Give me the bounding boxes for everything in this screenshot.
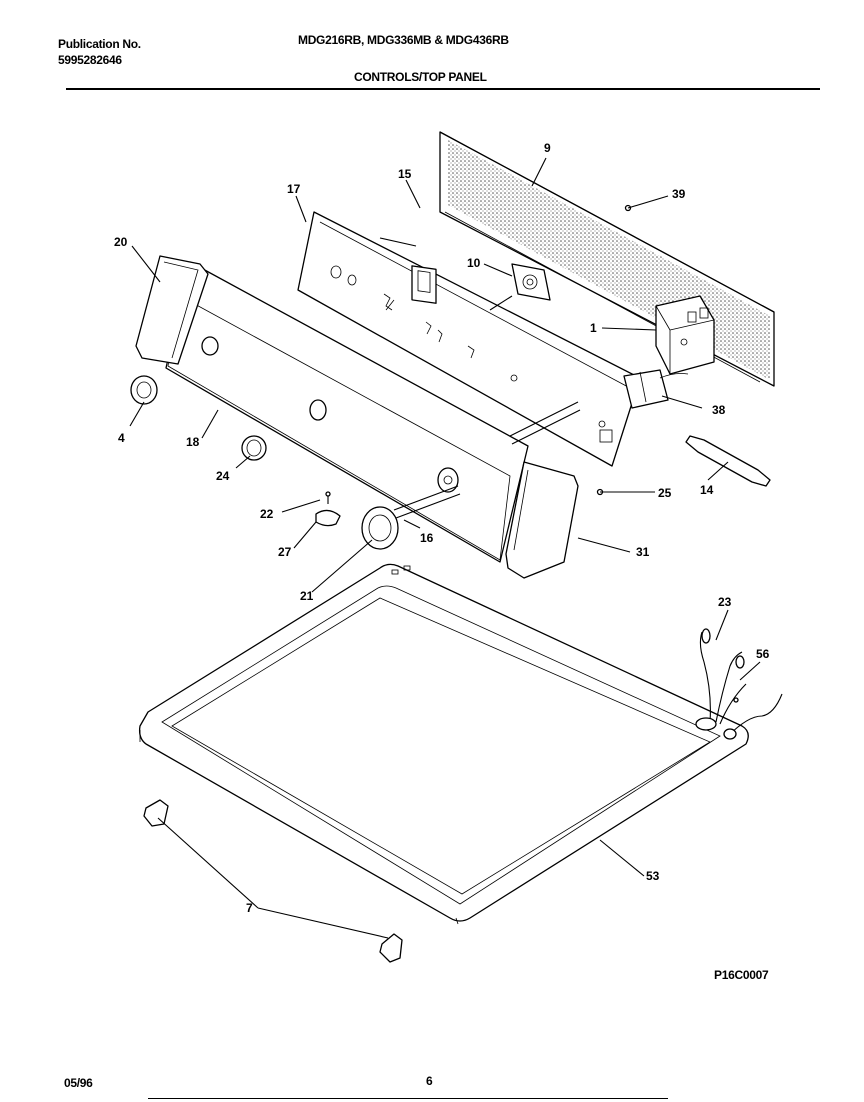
part-21-timer-knob: [361, 506, 399, 550]
callout-7: 7: [246, 901, 253, 915]
callout-25: 25: [658, 486, 672, 500]
callout-27: 27: [278, 545, 292, 559]
callout-38: 38: [712, 403, 726, 417]
callout-1: 1: [590, 321, 597, 335]
page-number: 6: [426, 1074, 433, 1088]
part-1-terminal-block: [655, 295, 715, 375]
model-numbers: MDG216RB, MDG336MB & MDG436RB: [298, 33, 509, 47]
callout-14: 14: [700, 483, 714, 497]
part-27-dial: [315, 509, 341, 527]
footer-rule: [148, 1098, 668, 1099]
part-18-console: [165, 261, 529, 563]
revision-date: 05/96: [64, 1076, 93, 1090]
publication-label: Publication No.: [58, 37, 141, 51]
publication-number: 5995282646: [58, 53, 122, 67]
part-10-timer: [489, 263, 551, 311]
leader-lines: [129, 157, 761, 939]
part-7-feet: [143, 799, 403, 963]
part-4-knob: [130, 375, 158, 405]
part-20-end-cap-left: [135, 255, 209, 365]
part-53-top-panel: [138, 563, 749, 925]
part-14-strap: [685, 435, 771, 487]
part-23-wire-harness: [695, 628, 747, 731]
part-38-bracket: [623, 369, 689, 409]
callout-21: 21: [300, 589, 314, 603]
callout-9: 9: [544, 141, 551, 155]
callout-20: 20: [114, 235, 128, 249]
callout-53: 53: [646, 869, 660, 883]
header-rule: [66, 88, 820, 90]
callout-10: 10: [467, 256, 481, 270]
part-15-switch: [379, 237, 437, 304]
callout-39: 39: [672, 187, 686, 201]
part-31-end-cap-right: [505, 461, 579, 579]
section-title: CONTROLS/TOP PANEL: [354, 70, 487, 84]
callout-4: 4: [118, 431, 125, 445]
callout-labels: 9 39 15 17 20 10 1 38 4 18 24 14 25 22 1…: [114, 141, 770, 915]
callout-16: 16: [420, 531, 434, 545]
callout-24: 24: [216, 469, 230, 483]
callout-22: 22: [260, 507, 274, 521]
drawing-code: P16C0007: [714, 968, 769, 982]
callout-23: 23: [718, 595, 732, 609]
part-17-control-bracket: [297, 211, 641, 467]
callout-31: 31: [636, 545, 650, 559]
callout-17: 17: [287, 182, 301, 196]
part-56-wire: [727, 693, 783, 737]
callout-15: 15: [398, 167, 412, 181]
callout-56: 56: [756, 647, 770, 661]
callout-18: 18: [186, 435, 200, 449]
part-24-knob: [241, 435, 267, 461]
